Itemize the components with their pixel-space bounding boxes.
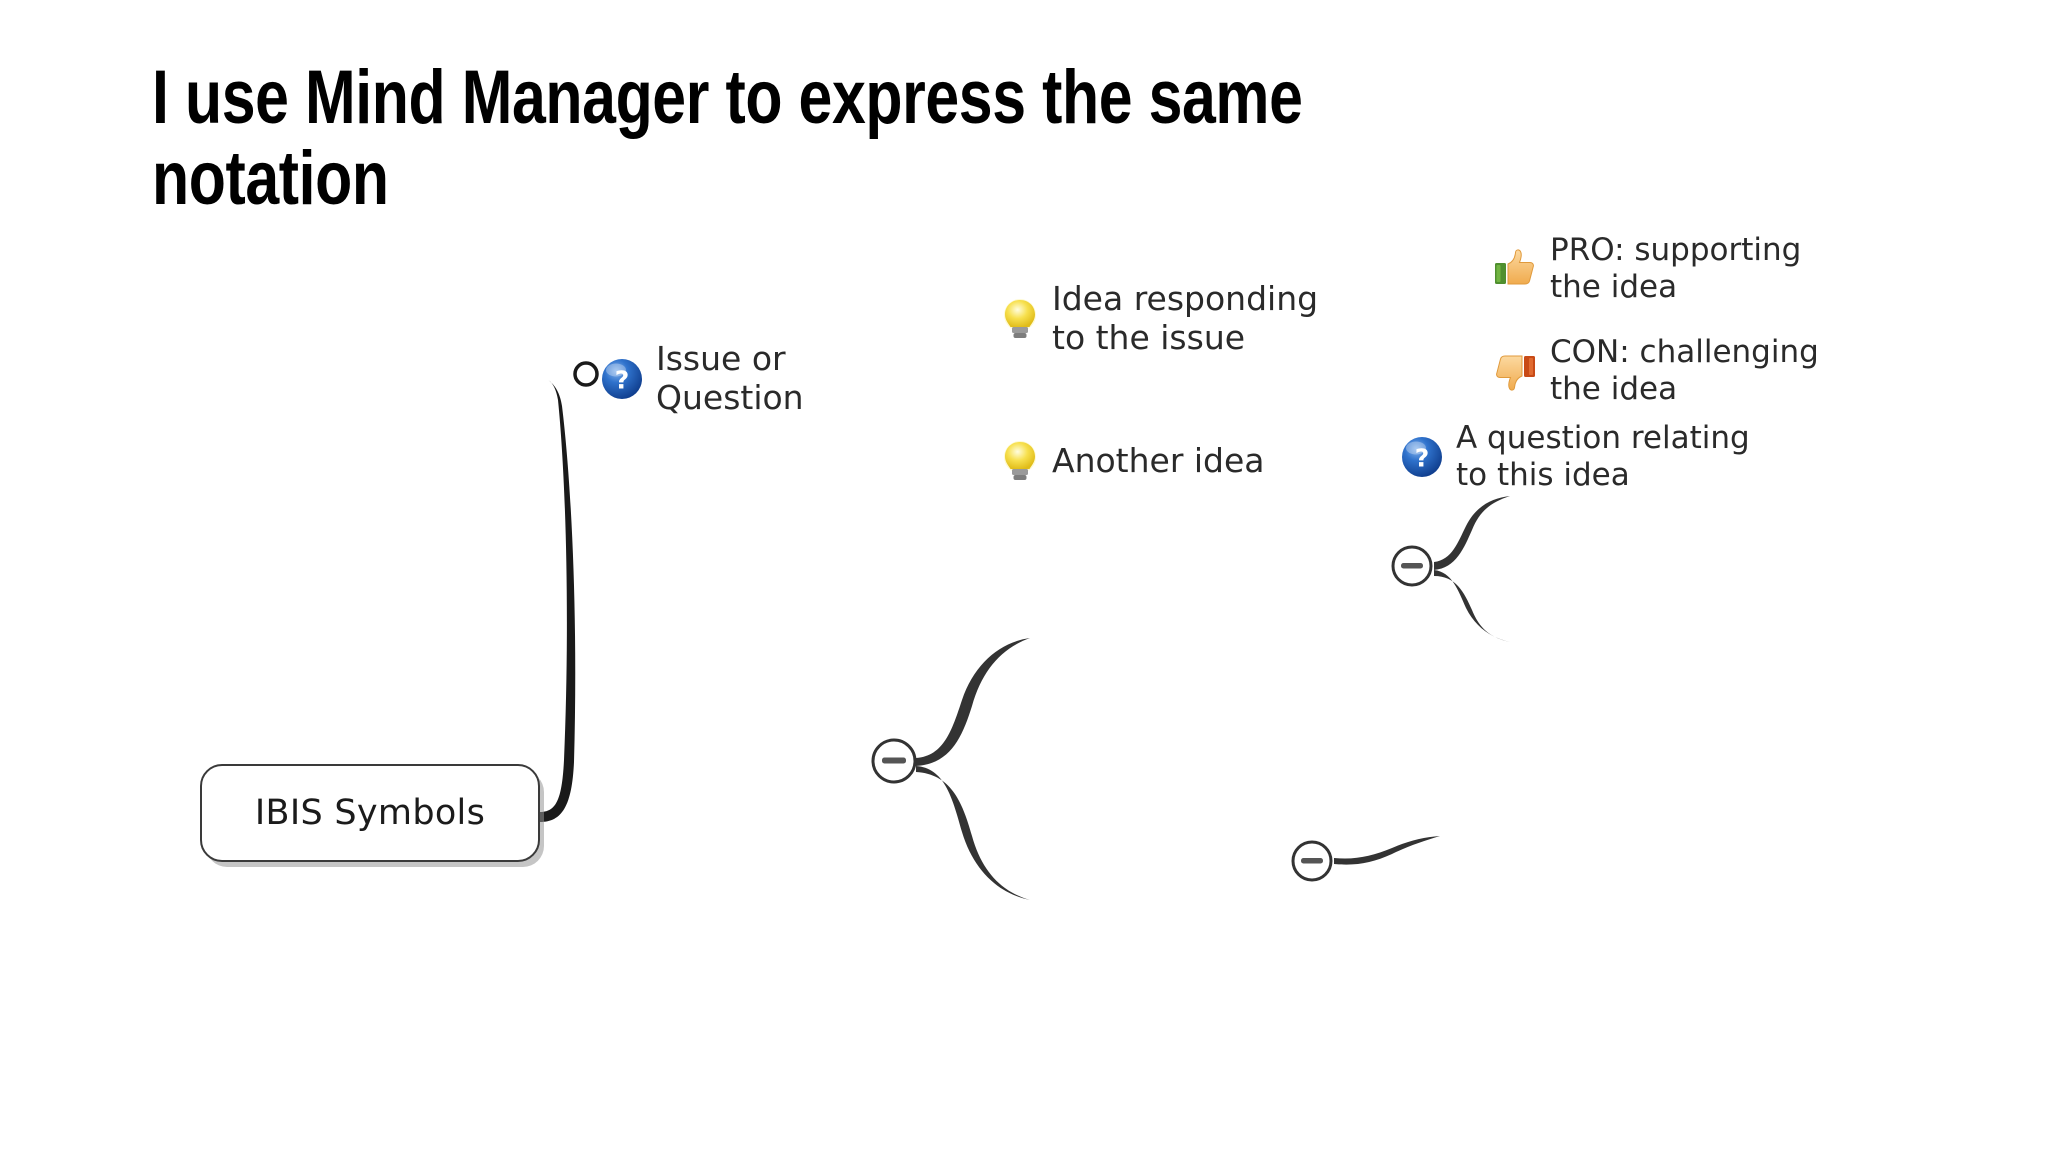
thumbs-up-icon [1495, 249, 1534, 285]
question-mark-icon: ? [602, 358, 642, 399]
node-con[interactable]: CON: challenging the idea [1492, 334, 1819, 407]
node-idea-responding[interactable]: Idea responding to the issue [1000, 279, 1319, 358]
branch-idea1-to-con [1434, 570, 1510, 642]
root-node-label: IBIS Symbols [254, 793, 486, 833]
branch-issue-to-idea1 [916, 638, 1030, 766]
node-con-label: CON: challenging the idea [1550, 334, 1819, 407]
root-branch-endpoint [573, 361, 599, 387]
collapse-toggle-idea2[interactable] [1291, 840, 1333, 882]
thumbs-down-icon [1496, 355, 1535, 391]
page-title: I use Mind Manager to express the same n… [152, 55, 1320, 221]
node-issue-label: Issue or Question [656, 339, 804, 417]
trunk-connector [540, 380, 576, 822]
node-another-idea[interactable]: Another idea [1000, 438, 1265, 484]
node-another-idea-label: Another idea [1052, 440, 1265, 480]
svg-text:?: ? [1415, 443, 1430, 472]
svg-text:?: ? [615, 365, 630, 394]
collapse-toggle-issue[interactable] [871, 738, 917, 784]
lightbulb-icon [1004, 441, 1036, 480]
node-issue-or-question[interactable]: ? Issue or Question [600, 339, 804, 418]
mindmap-root-node[interactable]: IBIS Symbols [200, 764, 540, 862]
collapse-toggle-idea1[interactable] [1391, 545, 1433, 587]
node-sub-question[interactable]: ? A question relating to this idea [1400, 420, 1750, 493]
node-pro-label: PRO: supporting the idea [1550, 232, 1802, 305]
lightbulb-icon [1004, 298, 1036, 338]
node-sub-question-label: A question relating to this idea [1456, 420, 1750, 493]
node-pro[interactable]: PRO: supporting the idea [1492, 232, 1801, 305]
branch-issue-to-idea2 [916, 766, 1030, 900]
branch-idea1-to-pro [1434, 496, 1510, 570]
node-idea-responding-label: Idea responding to the issue [1052, 279, 1319, 357]
mindmap-canvas: IBIS Symbols ? Issue or Question Idea re… [0, 232, 2048, 940]
branch-idea2-to-subquestion [1334, 836, 1440, 865]
question-mark-icon: ? [1402, 436, 1442, 477]
mindmap-connectors [540, 361, 1510, 900]
